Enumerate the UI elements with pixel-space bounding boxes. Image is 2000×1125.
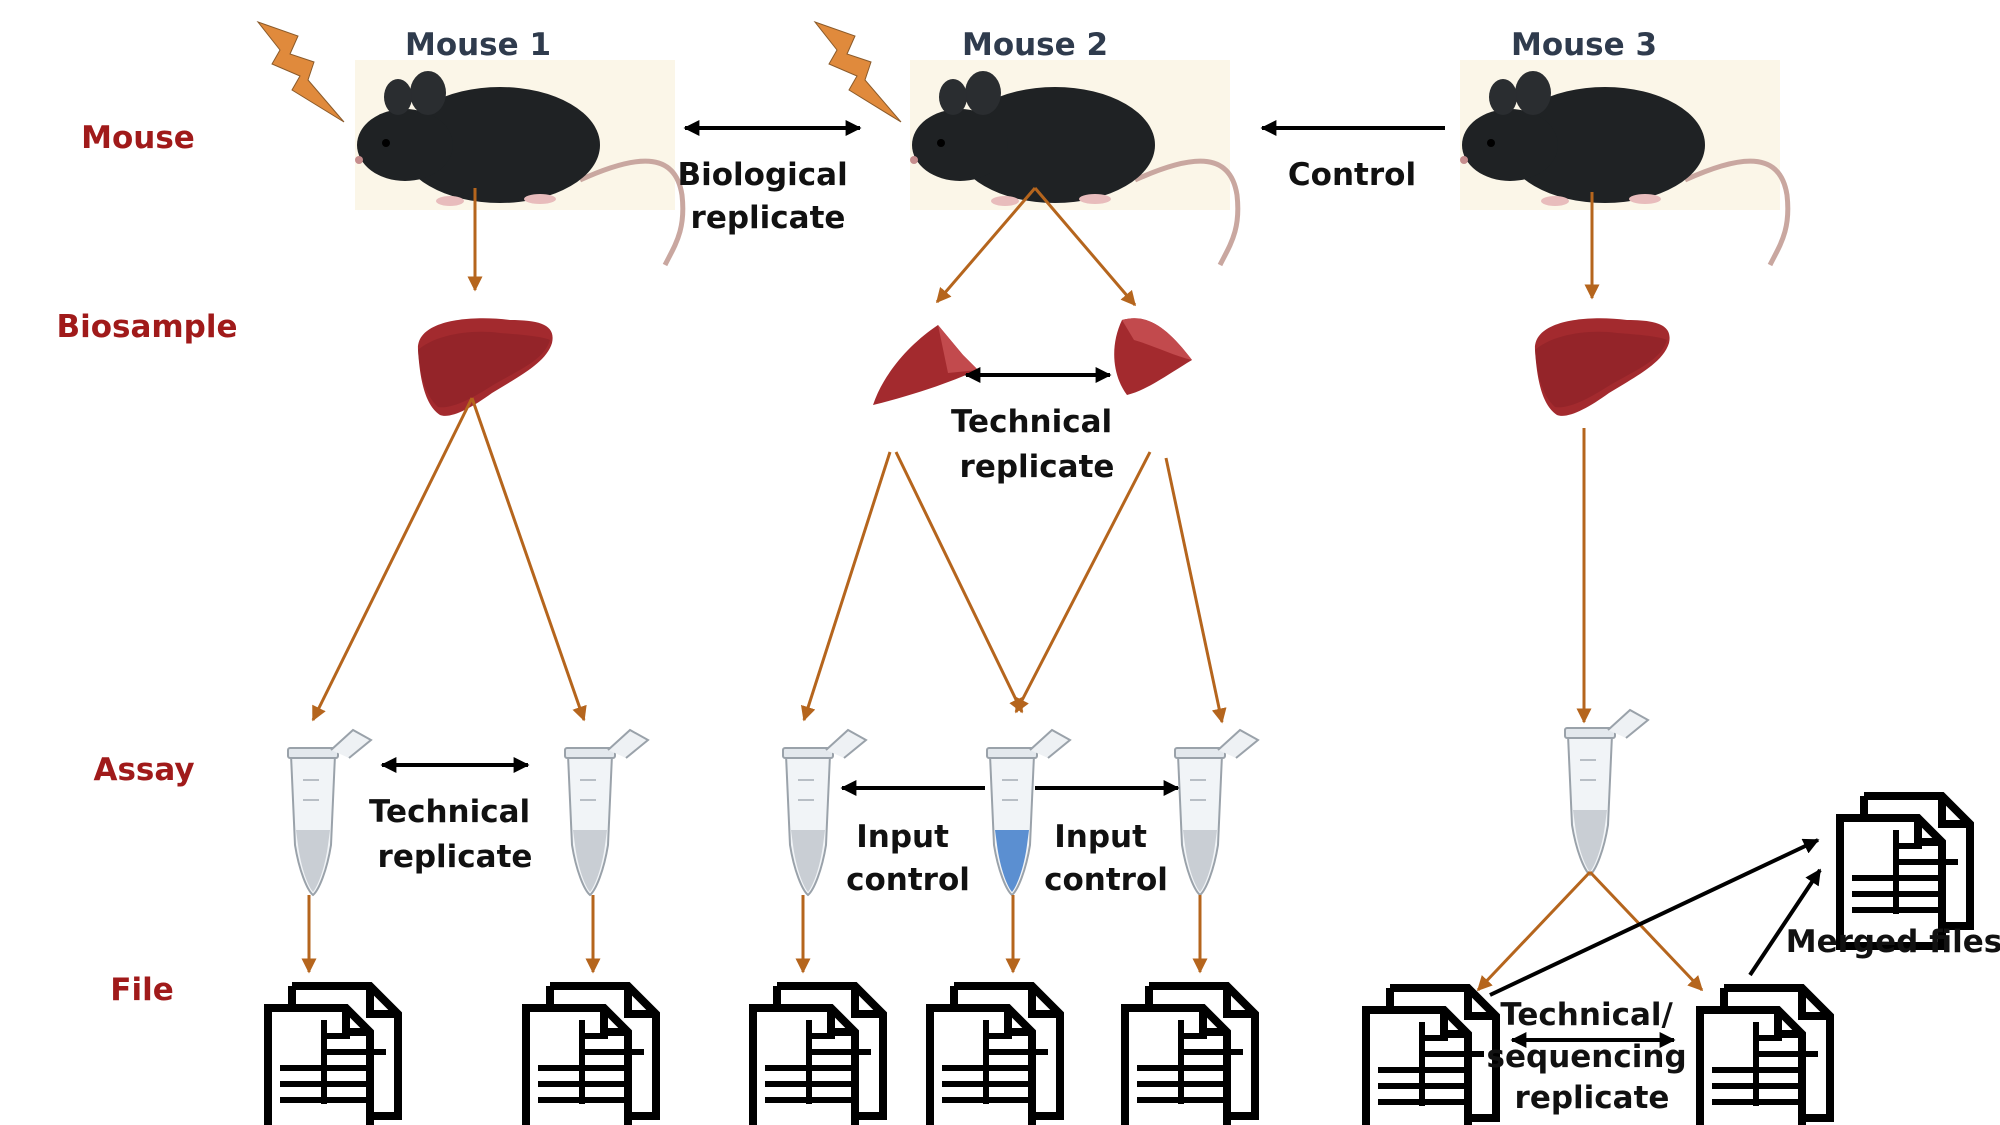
flow-arrow [1014, 451, 1152, 714]
liver-icon [1534, 318, 1670, 416]
flow-arrow [1164, 457, 1227, 724]
flow-arrow [935, 187, 1037, 304]
control-label: Control [1288, 157, 1416, 193]
tube-icon [564, 729, 649, 896]
lightning-icon [257, 21, 345, 123]
mouse-3-title: Mouse 3 [1511, 27, 1657, 63]
flow-arrow [1033, 187, 1137, 307]
row-label-file: File [110, 972, 173, 1008]
row-label-biosample: Biosample [56, 309, 237, 345]
tube-icon [1174, 729, 1259, 896]
tube-icon [1564, 709, 1649, 876]
biological-replicate-label: Biological replicate [677, 157, 858, 236]
flow-arrow [1476, 870, 1592, 992]
flow-arrow [470, 397, 587, 722]
row-label-assay: Assay [93, 752, 194, 788]
input-control-label-left: Input control [846, 819, 970, 898]
flow-arrow [894, 451, 1024, 714]
flow-arrow [1588, 870, 1704, 992]
flow-arrow [800, 451, 892, 722]
file-icon [526, 986, 656, 1125]
mouse-2-title: Mouse 2 [962, 27, 1108, 63]
assay-technical-replicate-label: Technical replicate [369, 794, 541, 875]
file-icon [1700, 988, 1830, 1125]
mouse-1-title: Mouse 1 [405, 27, 551, 63]
lightning-icon [814, 21, 902, 123]
file-icon [1366, 988, 1496, 1125]
file-icon [1125, 986, 1255, 1125]
sequencing-replicate-label: Technical/ sequencing replicate [1487, 997, 1698, 1116]
row-label-mouse: Mouse [81, 120, 195, 156]
merged-files-label: Merged files [1786, 924, 2000, 960]
merge-arrow [1489, 838, 1820, 997]
file-icon [930, 986, 1060, 1125]
file-icon [268, 986, 398, 1125]
liver-icon [873, 325, 978, 405]
tube-icon [287, 729, 372, 896]
liver-icon [417, 318, 553, 416]
liver-icon [1114, 318, 1192, 395]
input-control-label-right: Input control [1044, 819, 1168, 898]
mouse-icon [1460, 60, 1788, 265]
file-icon [753, 986, 883, 1125]
biosample-technical-replicate-label: Technical replicate [951, 404, 1123, 485]
mouse-icon [355, 60, 683, 265]
flow-arrow [311, 397, 474, 722]
merge-arrow [1748, 868, 1822, 977]
